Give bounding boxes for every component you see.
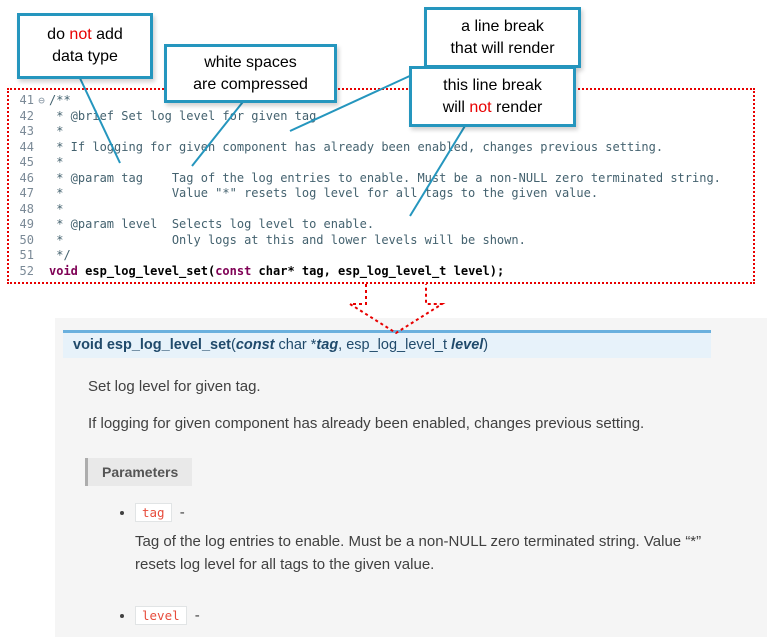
line-number: 48 [19,201,34,216]
code-text: * [49,155,64,169]
code-editor-snippet: 41 ⊖ /** 42 * @brief Set log level for give… [7,88,755,284]
callout-line: white spaces [204,53,297,71]
callout-no-datatype: do not add data type [17,13,153,79]
doc-brief: Set log level for given tag. [88,378,261,395]
code-line: 52 void esp_log_level_set(const char* tag… [9,264,753,280]
fold-gutter [34,109,49,125]
callout-whitespace-compressed: white spaces are compressed [164,44,337,103]
fold-gutter [34,264,49,280]
code-text: * If logging for given component has alr… [49,139,664,154]
code-line: 51 */ [9,248,753,264]
line-number: 45 [19,155,34,169]
code-text: /** [49,93,71,107]
code-line: 50 * Only logs at this and lower levels … [9,233,753,249]
fold-gutter [34,233,49,249]
line-number: 49 [19,217,34,231]
parameter-list: tag - Tag of the log entries to enable. M… [55,503,767,637]
fold-gutter [34,124,49,140]
code-lines: 41 ⊖ /** 42 * @brief Set log level for give… [9,93,753,279]
parameter-item: tag - Tag of the log entries to enable. M… [135,503,767,577]
code-line: 42 * @brief Set log level for given tag [9,109,753,125]
code-text: */ [49,248,71,262]
code-text: * @brief Set log level for given tag [49,108,317,123]
code-text: * Value "*" resets log level for all tag… [49,186,599,200]
callout-line: this line break [443,76,542,94]
fold-gutter [34,171,49,187]
param-name-literal: tag [135,503,172,522]
code-line: 46 * @param tag Tag of the log entries t… [9,171,753,187]
line-number: 52 [19,263,34,278]
parameter-item: level - Selects log level to enable. Only… [135,605,767,637]
fold-gutter [34,155,49,171]
param-name-line: level - [135,605,767,625]
code-line: 49 * @param level Selects log level to e… [9,217,753,233]
param-description: Selects log level to enable. Only logs a… [135,633,720,637]
line-number: 50 [19,232,34,247]
code-line: 47 * Value "*" resets log level for all … [9,186,753,202]
callout-line: are compressed [193,75,308,93]
callout-line: do not add [47,26,123,44]
line-number: 47 [19,186,34,200]
code-text: * @param tag Tag of the log entries to e… [49,170,721,185]
code-line: 48 * [9,202,753,218]
fold-gutter [34,202,49,218]
fold-gutter [34,217,49,233]
code-text: * [49,201,64,216]
line-number: 43 [19,124,34,138]
callout-line-break-renders: a line break that will render [424,7,581,68]
fold-gutter [34,248,49,264]
callout-line: will not render [442,98,543,116]
param-name-literal: level [135,605,187,625]
code-text: void esp_log_level_set(const char* tag, … [49,263,505,278]
callout-line-break-no-render: this line break will not render [409,66,576,127]
rendered-documentation: void esp_log_level_set(const char *tag, … [55,318,767,637]
callout-line: that will render [450,39,555,57]
line-number: 44 [19,139,34,154]
code-line: 45 * [9,155,753,171]
param-description: Tag of the log entries to enable. Must b… [135,533,702,574]
code-text: * @param level Selects log level to enab… [49,217,375,231]
code-line: 43 * [9,124,753,140]
callout-line: a line break [461,17,544,35]
callout-line: data type [52,48,118,65]
parameters-heading: Parameters [85,458,193,486]
code-text: * Only logs at this and lower levels wil… [49,232,526,247]
code-line: 41 ⊖ /** [9,93,753,109]
function-signature: void esp_log_level_set(const char *tag, … [63,330,711,358]
fold-minus-icon[interactable]: ⊖ [38,94,45,107]
line-number: 51 [19,248,34,262]
line-number: 41 [19,93,34,107]
line-number: 46 [19,170,34,185]
code-text: * [49,124,64,138]
fold-gutter [34,186,49,202]
line-number: 42 [19,108,34,123]
fold-gutter [34,140,49,156]
param-name-line: tag - [135,503,767,522]
code-line: 44 * If logging for given component has … [9,140,753,156]
doc-details: If logging for given component has alrea… [88,415,645,432]
